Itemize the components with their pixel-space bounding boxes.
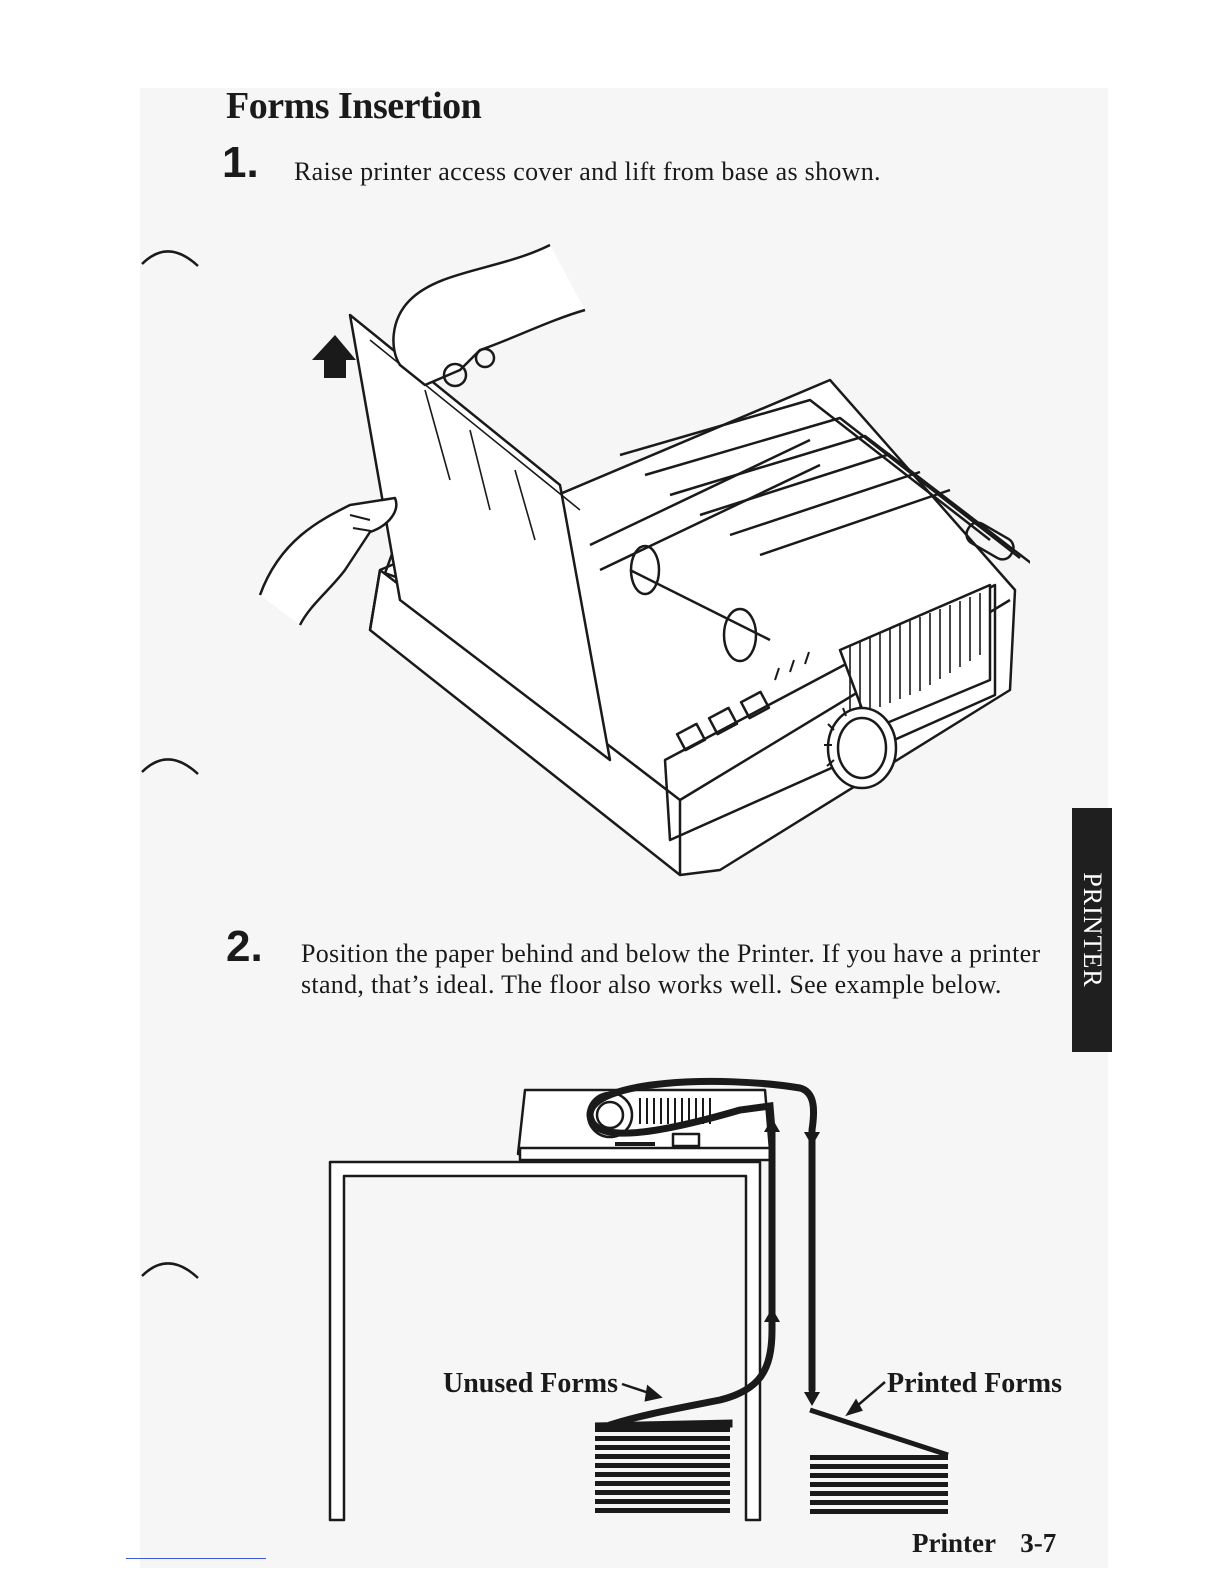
printed-forms-label: Printed Forms xyxy=(887,1368,1062,1400)
punch-hole-mark-bottom xyxy=(140,1252,204,1292)
paper-stack-icon xyxy=(595,1422,730,1513)
footer-rule xyxy=(126,1558,266,1559)
punch-hole-mark-middle xyxy=(140,748,204,788)
step-1-text: Raise printer access cover and lift from… xyxy=(294,156,1054,187)
unused-forms-label: Unused Forms xyxy=(443,1368,618,1400)
step-2-text: Position the paper behind and below the … xyxy=(301,938,1071,1000)
up-arrow-icon xyxy=(312,335,356,378)
step-1-number: 1. xyxy=(222,138,259,188)
side-tab-label: PRINTER xyxy=(1077,872,1107,987)
paper-path-diagram xyxy=(320,1070,970,1530)
printer-icon xyxy=(518,1090,770,1160)
step-2-number: 2. xyxy=(226,922,263,972)
footer-page-number: 3-7 xyxy=(1020,1528,1056,1558)
printer-cover-illustration xyxy=(250,240,1030,880)
punch-hole-mark-top xyxy=(140,240,204,280)
page-footer: Printer 3-7 xyxy=(912,1528,1056,1559)
paper-stack-icon xyxy=(810,1410,948,1514)
hand-icon xyxy=(393,245,585,386)
footer-section: Printer xyxy=(912,1528,995,1558)
page-title: Forms Insertion xyxy=(226,84,481,128)
